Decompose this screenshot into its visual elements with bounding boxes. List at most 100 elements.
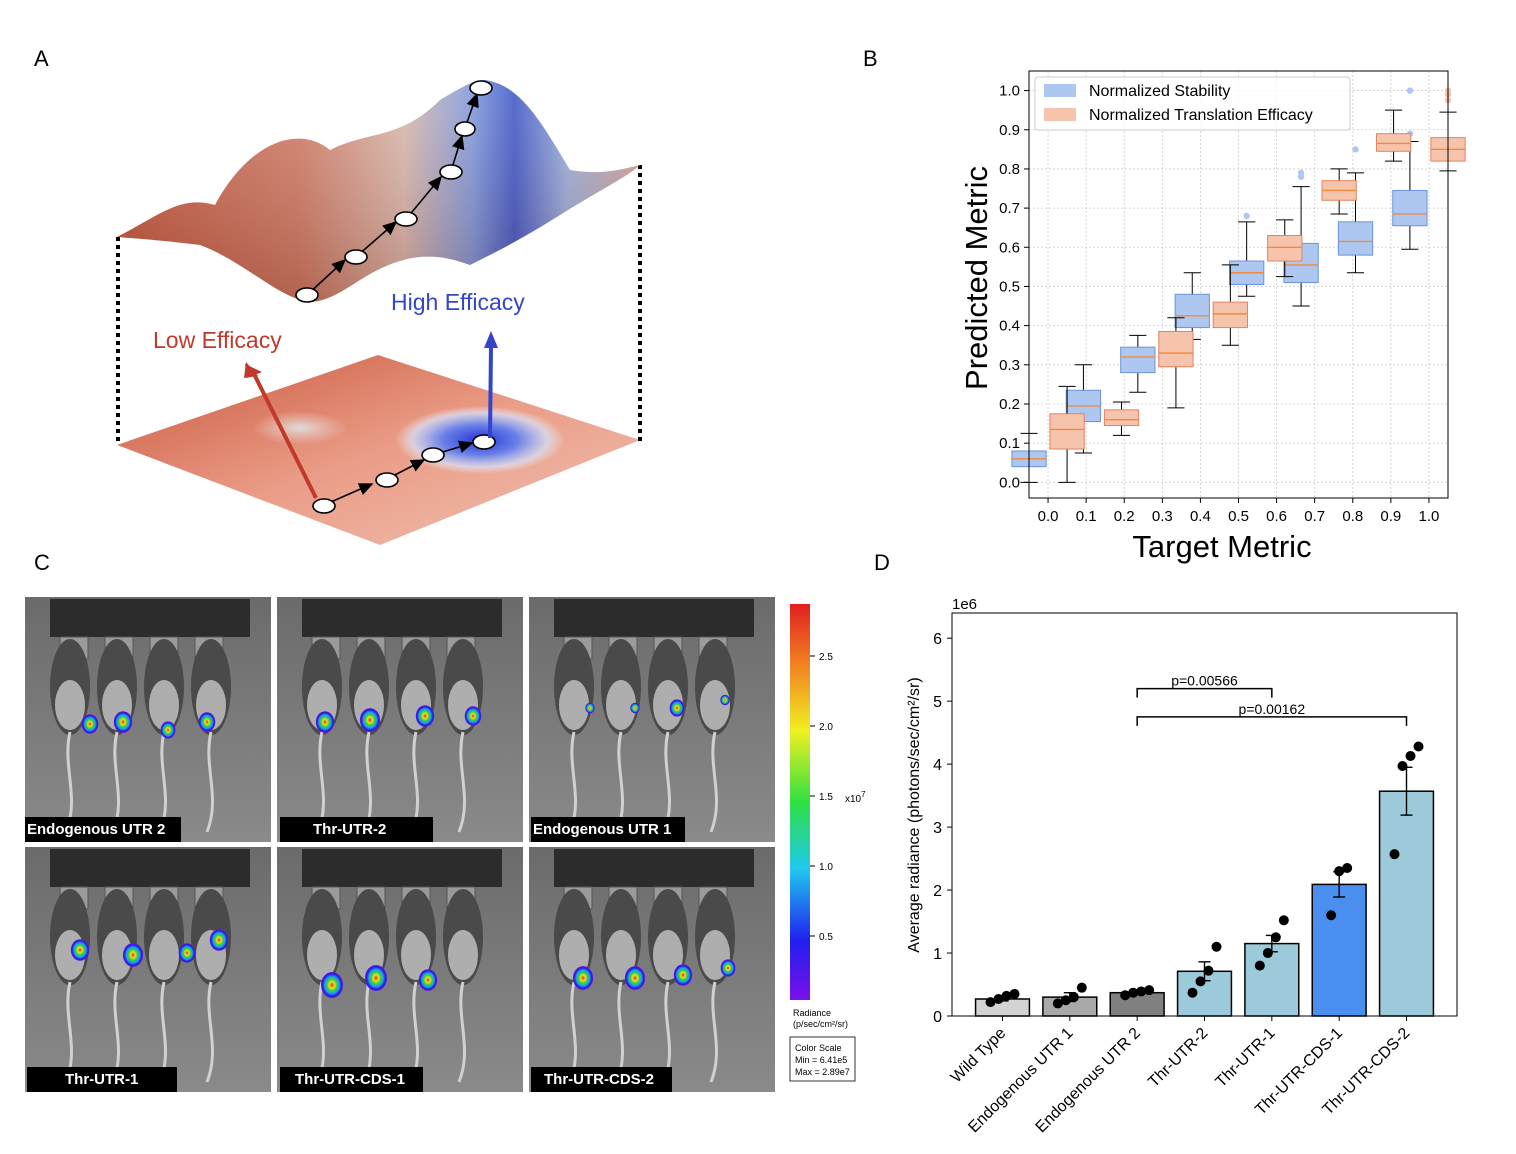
color-scale-box bbox=[789, 1036, 856, 1082]
d-y-tick-label: 3 bbox=[933, 820, 942, 837]
d-significance-bracket bbox=[1136, 687, 1273, 698]
d-x-tick-label: Wild Type bbox=[948, 1025, 1010, 1087]
d-data-point bbox=[1413, 741, 1424, 752]
luminescence-signal bbox=[720, 959, 736, 977]
imaging-tile-2 bbox=[277, 597, 523, 842]
d-data-point bbox=[993, 993, 1004, 1004]
b-legend: Normalized Stability Normalized Translat… bbox=[1034, 76, 1351, 131]
b-x-tick-label: 0.9 bbox=[1380, 508, 1401, 525]
d-data-point bbox=[1262, 948, 1273, 959]
b-x-tick-label: 0.5 bbox=[1228, 508, 1249, 525]
b-y-tick-label: 0.2 bbox=[999, 396, 1020, 413]
tile-label-endogenous-utr-2: Endogenous UTR 2 bbox=[25, 817, 181, 842]
imaging-tile-5 bbox=[277, 847, 523, 1092]
d-data-point bbox=[1001, 990, 1012, 1001]
b-box-body bbox=[1212, 301, 1248, 329]
tile-holder bbox=[50, 849, 250, 887]
floor-grey-spot bbox=[252, 411, 348, 445]
b-y-tick-label: 0.0 bbox=[999, 474, 1020, 491]
mouse-tail bbox=[457, 981, 466, 1083]
d-data-point bbox=[1187, 987, 1198, 998]
b-box-body bbox=[1337, 221, 1374, 256]
b-box-body bbox=[1392, 189, 1428, 227]
b-box-body bbox=[1120, 346, 1156, 374]
b-y-tick-label: 0.4 bbox=[999, 318, 1020, 335]
d-data-point bbox=[1068, 992, 1079, 1003]
color-scale-title: Color Scale bbox=[795, 1043, 842, 1053]
b-y-tick-label: 0.5 bbox=[999, 278, 1020, 295]
luminescence-signal bbox=[70, 939, 90, 961]
d-y-tick-label: 0 bbox=[933, 1009, 942, 1026]
b-box-translation bbox=[1158, 317, 1194, 409]
luminescence-signal bbox=[572, 966, 594, 990]
d-data-point bbox=[1389, 849, 1400, 860]
legend-swatch-translation bbox=[1044, 108, 1076, 121]
d-x-tick-label: Thr-UTR-1 bbox=[1213, 1025, 1279, 1091]
legend-label-stability: Normalized Stability bbox=[1089, 83, 1230, 100]
legend-swatch-stability bbox=[1044, 84, 1076, 97]
tile-holder bbox=[554, 599, 754, 637]
tile-label-endogenous-utr-1: Endogenous UTR 1 bbox=[531, 817, 685, 842]
luminescence-signal bbox=[198, 712, 216, 732]
d-y-tick-label: 6 bbox=[933, 631, 942, 648]
b-box-stability bbox=[1392, 87, 1428, 250]
mouse-tail bbox=[205, 731, 214, 833]
tile-holder bbox=[554, 849, 754, 887]
tile-holder bbox=[302, 599, 502, 637]
luminescence-signal bbox=[160, 721, 176, 739]
high-efficacy-arrow bbox=[488, 344, 493, 439]
luminescence-signal bbox=[630, 702, 640, 714]
panel-a-landscape: Low Efficacy High Efficacy bbox=[116, 80, 642, 545]
floor-path-nodes bbox=[312, 434, 496, 514]
colorbar-tick-label: 0.5 bbox=[819, 932, 833, 943]
d-y-tick-label: 1 bbox=[933, 946, 942, 963]
d-data-point bbox=[985, 997, 996, 1008]
colorbar-tick-label: 1.0 bbox=[819, 862, 833, 873]
panel-label-a: A bbox=[34, 46, 49, 71]
mouse-belly bbox=[606, 680, 636, 730]
b-box-translation bbox=[1049, 385, 1085, 483]
b-outlier bbox=[1406, 87, 1414, 94]
mouse-belly bbox=[653, 680, 683, 730]
luminescence-signal bbox=[81, 714, 99, 734]
b-box-translation bbox=[1267, 219, 1303, 278]
panel-label-d: D bbox=[874, 550, 890, 575]
b-box-stability bbox=[1120, 334, 1156, 393]
b-outlier bbox=[1297, 169, 1305, 177]
b-x-tick-label: 0.6 bbox=[1266, 508, 1287, 525]
d-data-point bbox=[1009, 988, 1020, 999]
b-y-tick-label: 0.9 bbox=[999, 122, 1020, 139]
low-efficacy-label: Low Efficacy bbox=[153, 327, 282, 353]
d-y-tick-label: 4 bbox=[933, 757, 942, 774]
colorbar-title-line2: (p/sec/cm²/sr) bbox=[793, 1019, 848, 1029]
d-bar bbox=[1311, 883, 1367, 1017]
d-bar bbox=[1109, 991, 1165, 1017]
luminescence-signal bbox=[178, 943, 196, 963]
mouse-belly bbox=[55, 680, 85, 730]
d-data-point bbox=[1203, 965, 1214, 976]
tile-label-thr-utr-cds-2: Thr-UTR-CDS-2 bbox=[531, 1067, 672, 1092]
high-efficacy-label: High Efficacy bbox=[391, 289, 525, 315]
b-y-tick-label: 0.8 bbox=[999, 161, 1020, 178]
d-significance-label: p=0.00566 bbox=[1171, 673, 1238, 689]
d-data-point bbox=[1334, 866, 1345, 877]
landscape-floor bbox=[117, 355, 640, 545]
luminescence-signal bbox=[585, 702, 595, 714]
b-x-axis-title: Target Metric bbox=[1132, 529, 1311, 564]
d-data-point bbox=[1120, 990, 1131, 1001]
tile-label-thr-utr-2: Thr-UTR-2 bbox=[280, 817, 433, 842]
d-data-point bbox=[1195, 976, 1206, 987]
d-data-point bbox=[1326, 910, 1337, 921]
luminescence-signal bbox=[720, 694, 730, 706]
luminescence-signal bbox=[209, 929, 229, 951]
b-box-translation bbox=[1212, 264, 1248, 346]
b-box-stability bbox=[1229, 212, 1265, 297]
d-data-point bbox=[1060, 995, 1071, 1006]
color-scale-max: Max = 2.89e7 bbox=[795, 1067, 850, 1077]
panel-label-c: C bbox=[34, 550, 50, 575]
b-box-body bbox=[1158, 331, 1194, 368]
b-x-tick-label: 0.8 bbox=[1342, 508, 1363, 525]
mouse-tail bbox=[457, 731, 466, 833]
d-data-point bbox=[1128, 987, 1139, 998]
